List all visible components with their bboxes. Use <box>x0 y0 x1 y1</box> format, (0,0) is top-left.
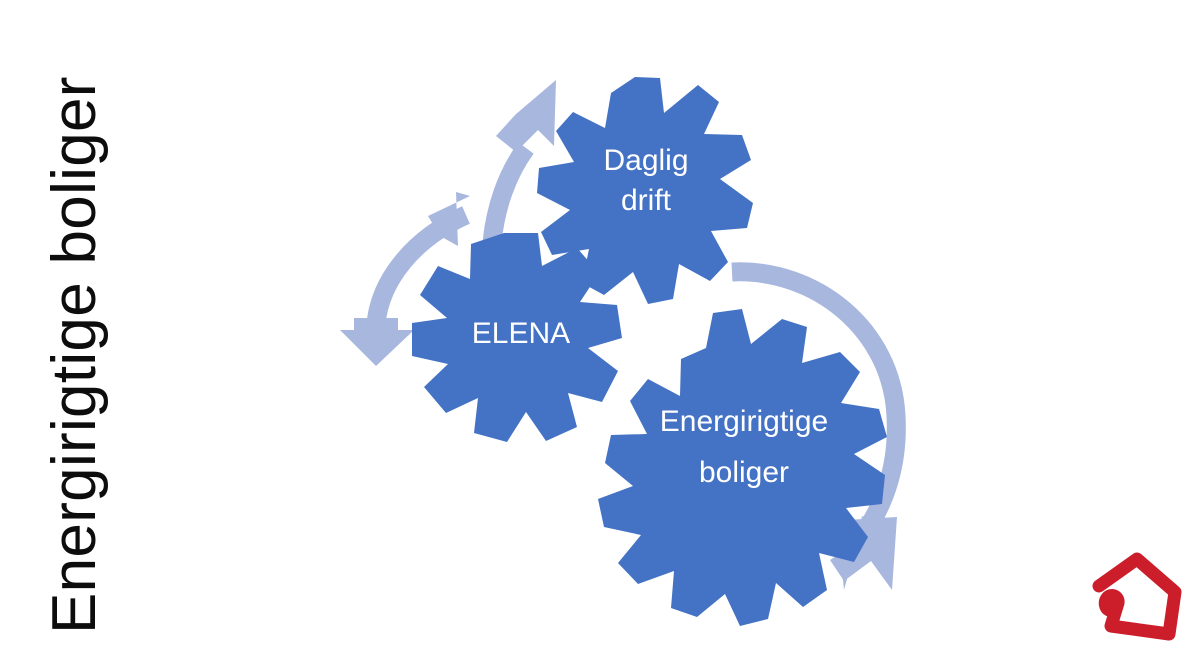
gear-daglig-drift-label-line2: drift <box>621 184 672 217</box>
page-title-text: Energirigtige boliger <box>40 76 109 634</box>
gear-daglig-drift[interactable]: Daglig drift <box>537 77 753 304</box>
gear-energirigtige-boliger-label-line1: Energirigtige <box>660 405 828 438</box>
gear-elena-label: ELENA <box>472 317 570 350</box>
gear-elena[interactable]: ELENA <box>412 233 622 442</box>
page-title: Energirigtige boliger <box>0 0 150 662</box>
house-logo[interactable] <box>1086 548 1190 648</box>
gears-diagram: Daglig drift ELENA Energirigtige boliger <box>340 77 906 626</box>
house-logo-icon <box>1092 552 1182 641</box>
gear-daglig-drift-label-line1: Daglig <box>603 144 688 177</box>
gear-energirigtige-boliger-shape <box>598 309 887 626</box>
gear-elena-shape <box>412 233 622 442</box>
gear-daglig-drift-shape <box>537 77 753 304</box>
arrow-down-icon <box>340 192 470 366</box>
gear-energirigtige-boliger-label-line2: boliger <box>699 456 789 489</box>
gear-energirigtige-boliger[interactable]: Energirigtige boliger <box>598 309 887 626</box>
